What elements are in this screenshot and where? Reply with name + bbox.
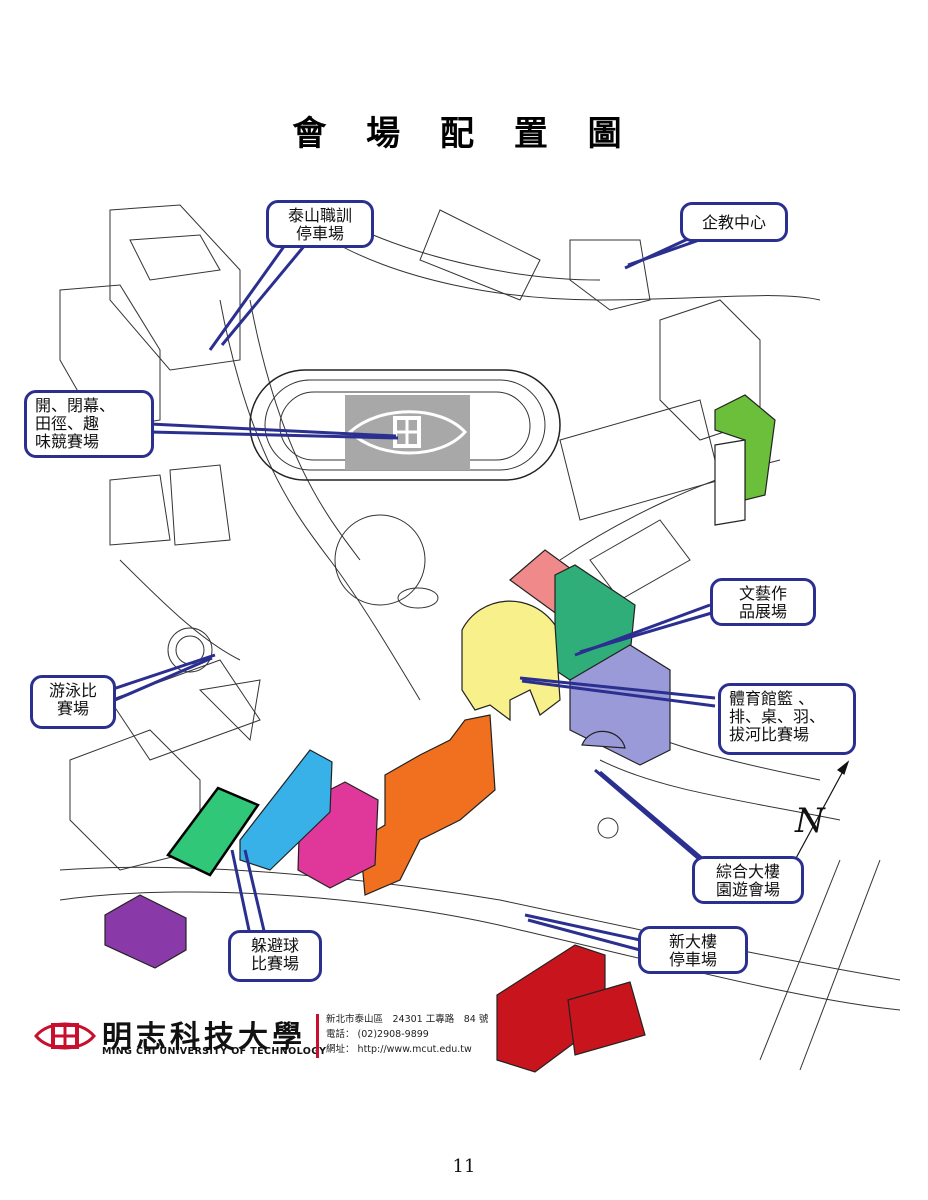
phone-label: 電話： <box>326 1029 355 1040</box>
contact-info: 新北市泰山區 24301 工專路 84 號 電話： (02)2908-9899 … <box>326 1012 488 1057</box>
callout-general-building: 綜合大樓 園遊會場 <box>692 856 804 904</box>
university-logo-block: 明志科技大學 MING CHI UNIVERSITY OF TECHNOLOGY… <box>34 1010 494 1060</box>
callout-gymnasium: 體育館籃 、 排、桌、羽、 拔河比賽場 <box>718 683 856 755</box>
callout-new-building-parking: 新大樓 停車場 <box>638 926 748 974</box>
address: 新北市泰山區 24301 工專路 84 號 <box>326 1014 489 1025</box>
yellow-gym <box>461 600 561 722</box>
website-link[interactable]: http://www.mcut.edu.tw <box>357 1044 472 1055</box>
orange-building <box>359 714 496 896</box>
callout-swimming: 游泳比 賽場 <box>30 675 116 729</box>
university-name-en: MING CHI UNIVERSITY OF TECHNOLOGY <box>102 1046 327 1057</box>
page-number: 11 <box>452 1156 476 1177</box>
green-court <box>166 786 260 877</box>
page-title: 會 場 配 置 圖 <box>292 114 636 154</box>
blue-building <box>239 749 333 871</box>
purple-building <box>104 894 187 969</box>
callout-executive-edu-center: 企教中心 <box>680 202 788 242</box>
phone: (02)2908-9899 <box>357 1029 429 1040</box>
callout-opening-closing-track: 開、閉幕、 田徑、趣 味競賽場 <box>24 390 154 458</box>
logo-divider <box>316 1014 319 1058</box>
callout-arts-exhibition: 文藝作 品展場 <box>710 578 816 626</box>
university-emblem-icon <box>34 1022 96 1050</box>
website-label: 網址： <box>326 1044 355 1055</box>
north-arrow-icon: N <box>794 760 850 861</box>
callout-taishan-parking: 泰山職訓 停車場 <box>266 200 374 248</box>
university-name-cn: 明志科技大學 <box>102 1020 306 1055</box>
callout-dodgeball: 躲避球 比賽場 <box>228 930 322 982</box>
svg-text:N: N <box>794 801 826 841</box>
